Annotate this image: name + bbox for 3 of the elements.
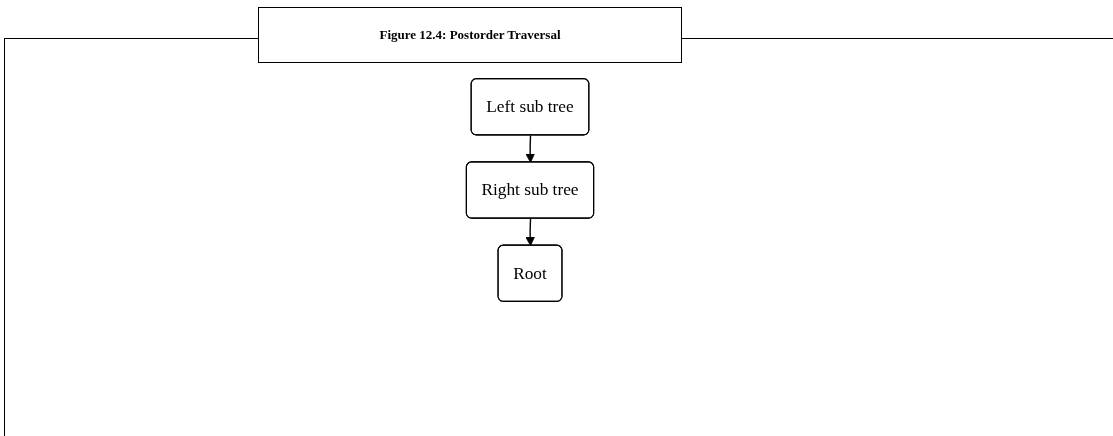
arrow xyxy=(525,134,535,163)
arrow xyxy=(525,217,535,247)
figure-title: Figure 12.4: Postorder Traversal xyxy=(379,27,561,43)
